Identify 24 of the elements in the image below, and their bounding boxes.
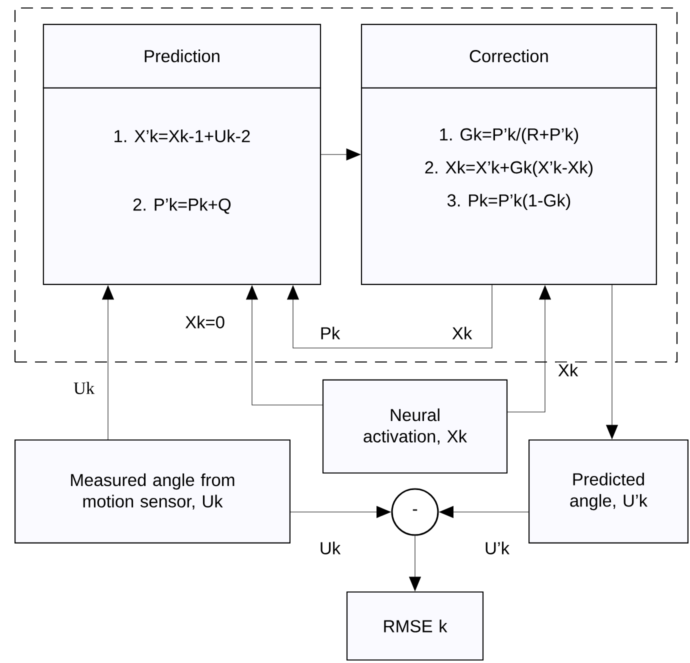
input-box: Measured angle from motion sensor, Uk <box>14 440 290 544</box>
process-box <box>42 24 322 285</box>
formula-text: 3. Pk=P’k(1-Gk) <box>447 194 570 210</box>
edge-label: Xk <box>556 362 580 378</box>
edge-label: Uk <box>318 540 342 556</box>
edge-label: Uk <box>72 380 96 396</box>
signal-label: Xk <box>450 325 474 341</box>
box-title: Correction <box>470 50 548 62</box>
box-title: Prediction <box>144 50 220 62</box>
edge-label: Pk <box>318 325 342 341</box>
arrow <box>286 284 492 348</box>
summing-junction: - <box>391 488 439 536</box>
input-box: Neural activation, Xk <box>322 379 508 474</box>
formula-text: 1. X’k=Xk-1+Uk-2 <box>114 130 250 142</box>
output-box: Predicted angle, U’k <box>528 440 688 544</box>
output-box: RMSE k <box>346 591 484 661</box>
arrow <box>246 285 323 406</box>
formula-text: 2. Xk=X’k+Gk(X’k-Xk) <box>425 160 592 177</box>
edge-label: U’k <box>483 540 511 556</box>
dashed-frame <box>14 7 678 363</box>
edge-label: Xk=0 <box>184 314 226 330</box>
formula-text: 2. P’k=Pk+Q <box>133 198 231 214</box>
process-box <box>360 24 657 285</box>
formula-text: 1. Gk=P’k/(R+P’k) <box>440 128 578 144</box>
